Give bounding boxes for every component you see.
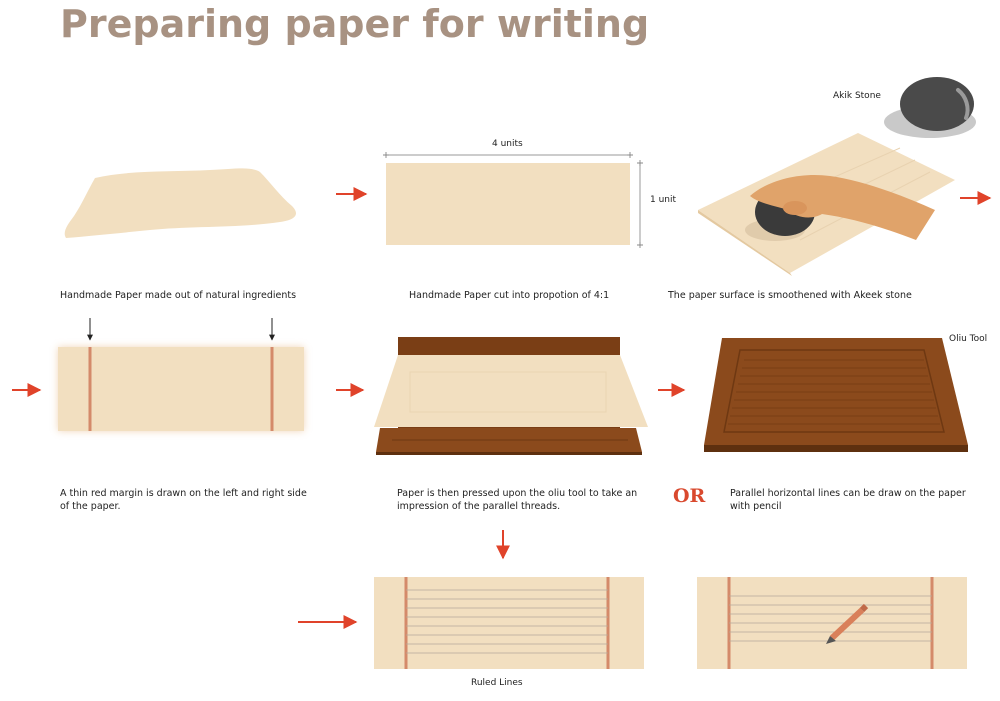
page-title: Preparing paper for writing <box>60 2 650 46</box>
pencil-paper-illustration <box>697 577 967 669</box>
pencil-icon <box>826 603 869 644</box>
press-caption: Paper is then pressed upon the oliu tool… <box>397 488 638 512</box>
width-dimension-label: 4 units <box>492 139 523 149</box>
oliu-tool-illustration <box>704 338 968 452</box>
height-dimension-label: 1 unit <box>650 195 677 205</box>
handmade-paper-illustration <box>64 168 297 238</box>
cut-paper-caption: Handmade Paper cut into propotion of 4:1 <box>409 290 610 301</box>
ruled-lines-label: Ruled Lines <box>471 678 523 688</box>
smoothening-caption: The paper surface is smoothened with Ake… <box>668 290 912 301</box>
smoothening-illustration <box>698 77 976 276</box>
margin-caption: A thin red margin is drawn on the left a… <box>60 488 307 512</box>
oliu-tool-label: Oliu Tool <box>949 334 988 344</box>
press-illustration <box>374 337 648 455</box>
akik-stone-label: Akik Stone <box>833 91 881 101</box>
ruled-paper-illustration <box>374 577 644 669</box>
handmade-paper-caption: Handmade Paper made out of natural ingre… <box>60 290 297 301</box>
pencil-caption: Parallel horizontal lines can be draw on… <box>730 488 966 512</box>
or-label: OR <box>673 485 706 507</box>
cut-paper-illustration <box>383 152 643 248</box>
margin-paper-illustration <box>58 318 304 431</box>
